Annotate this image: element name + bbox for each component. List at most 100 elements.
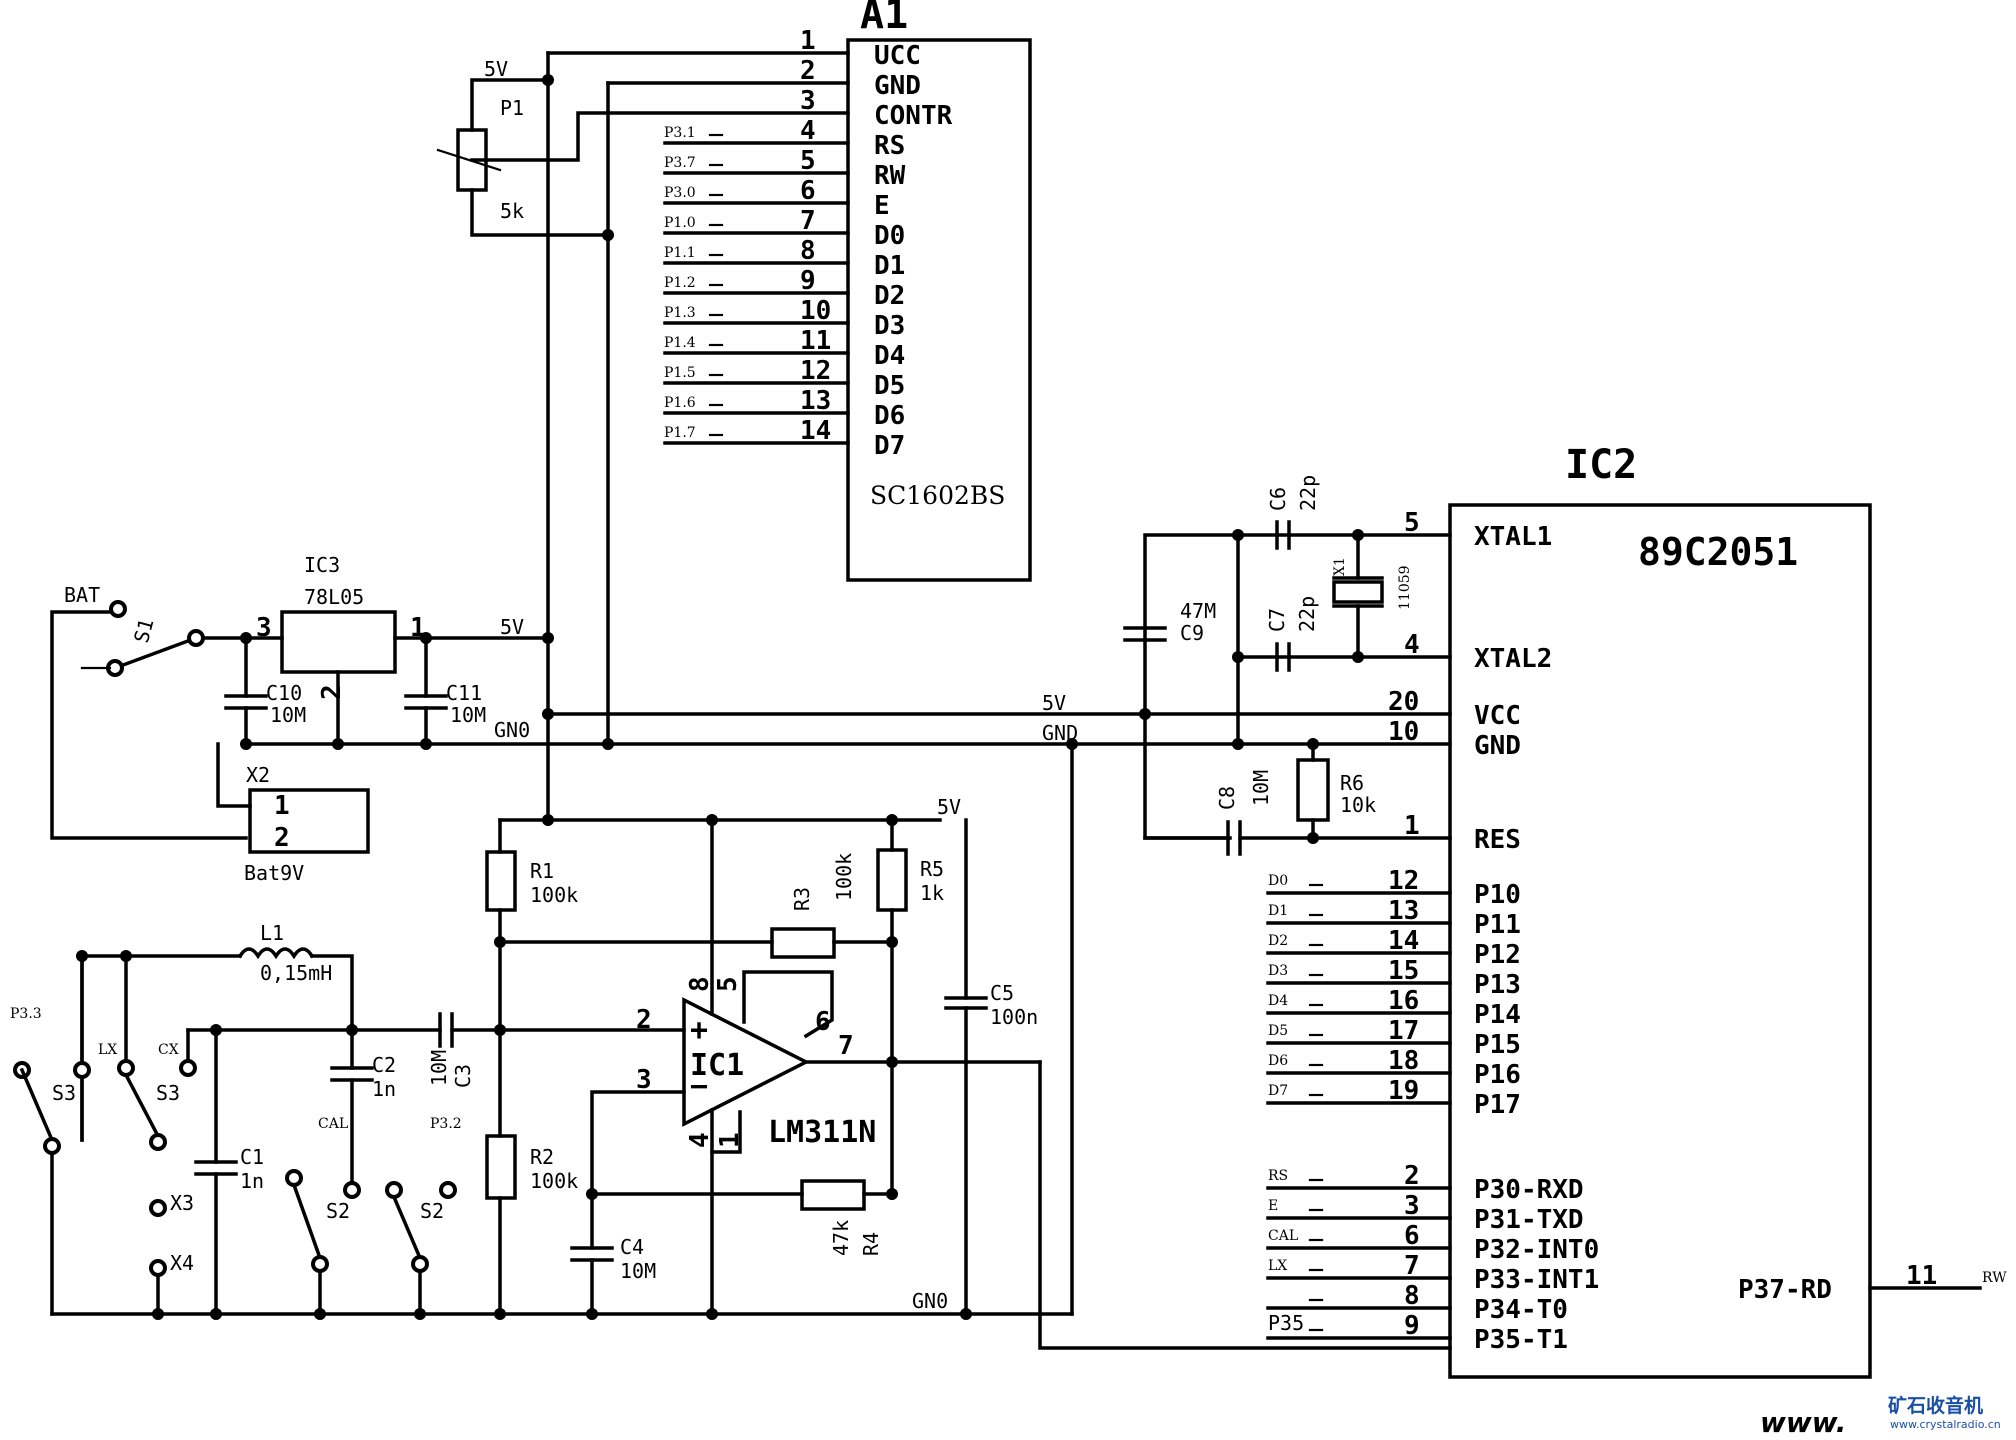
ic2-pin-number: 14 — [1388, 926, 1419, 956]
comparator-stage: 5V R1 100k R2 100k R3 100k R5 1k C5 100n — [50, 742, 1452, 1350]
a1-pin-name: D0 — [874, 221, 905, 251]
ic2-part: 89C2051 — [1638, 530, 1798, 574]
r5-val: 1k — [920, 881, 944, 905]
a1-net-label: P1.7 — [664, 425, 696, 441]
a1-net-label: P3.7 — [664, 155, 696, 171]
ic2-pin-number: 3 — [1404, 1191, 1420, 1221]
junction-dot — [420, 632, 432, 644]
ic2-pin-name: P15 — [1474, 1030, 1521, 1060]
lcd-module-a1: A1 SC1602BS — [846, 0, 1032, 582]
r1-val: 100k — [530, 883, 578, 907]
c1-val: 1n — [240, 1169, 264, 1193]
junction-dot — [886, 1188, 898, 1200]
a1-pin-name: RW — [874, 161, 906, 191]
c11-val: 10M — [450, 703, 486, 727]
net-5v-comp: 5V — [937, 795, 961, 819]
ic2-pin-name: P13 — [1474, 970, 1521, 1000]
ic2-pin-name: P31-TXD — [1474, 1205, 1584, 1235]
c5-val: 100n — [990, 1005, 1038, 1029]
ic3-ref: IC3 — [304, 553, 340, 577]
ic1-pin-plus: 2 — [636, 1005, 652, 1035]
net-5v-mcu: 5V — [1042, 691, 1066, 715]
ic2-pin-name: P10 — [1474, 880, 1521, 910]
a1-net-label: P1.3 — [664, 305, 696, 321]
c2-val: 1n — [372, 1077, 396, 1101]
watermark-brand: 矿石收音机 — [1888, 1394, 1983, 1417]
ic2-net-label: D5 — [1268, 1023, 1288, 1039]
ic2-pin-number: 5 — [1404, 508, 1420, 538]
ic3-pin-gnd: 2 — [317, 684, 347, 700]
power-supply: BAT S1 IC3 78L05 3 1 2 C10 10M C11 10M 5… — [50, 553, 530, 885]
junction-dot — [120, 950, 132, 962]
ic2-body — [1448, 503, 1872, 1379]
ic1-pin-v: 8 — [685, 976, 715, 992]
ic2-pin-name: P11 — [1474, 910, 1521, 940]
ic2-net-label: RS — [1268, 1168, 1288, 1184]
a1-pin-name: D7 — [874, 431, 905, 461]
junction-dot — [210, 1024, 222, 1036]
ic2-pin-number: 11 — [1906, 1261, 1937, 1291]
a1-pin-name: RS — [874, 131, 905, 161]
r6-val: 10k — [1340, 793, 1376, 817]
a1-pin-number: 6 — [800, 176, 816, 206]
x2-pin1: 1 — [274, 791, 290, 821]
junction-dot — [414, 1308, 426, 1320]
ic2-net-label: D2 — [1268, 933, 1288, 949]
ic1-pin-bal: 5 — [713, 976, 743, 992]
a1-pin-name: D5 — [874, 371, 905, 401]
a1-pin-name: D1 — [874, 251, 905, 281]
x1-val: 11059 — [1397, 565, 1413, 610]
ic2-pin-number: 17 — [1388, 1016, 1419, 1046]
junction-dot — [1352, 529, 1364, 541]
ic2-pin-name: RES — [1474, 825, 1521, 855]
a1-pin-name: D6 — [874, 401, 905, 431]
s2a-label: S2 — [326, 1199, 350, 1223]
junction-dot — [346, 1024, 358, 1036]
a1-net-label: P1.4 — [664, 335, 696, 351]
ic1-part: LM311N — [768, 1115, 876, 1150]
r3-ref: R3 — [790, 887, 814, 911]
c11-ref: C11 — [446, 681, 482, 705]
x2-val: Bat9V — [244, 861, 304, 885]
junction-dot — [76, 950, 88, 962]
lx-label: LX — [98, 1042, 117, 1058]
a1-net-label: P1.1 — [664, 245, 696, 261]
a1-pin-number: 2 — [800, 56, 816, 86]
ic3-part: 78L05 — [304, 585, 364, 609]
junction-dots — [76, 74, 1364, 1320]
mcu-support: C6 22p C7 22p X1 11059 47M C9 C8 10M R6 — [1042, 475, 1452, 856]
junction-dot — [1232, 529, 1244, 541]
a1-pin-name: D3 — [874, 311, 905, 341]
svg-text:−: − — [690, 1069, 708, 1104]
l1-val: 0,15mH — [260, 961, 332, 985]
junction-dot — [494, 1024, 506, 1036]
ic2-pin-number: 13 — [1388, 896, 1419, 926]
c5-ref: C5 — [990, 981, 1014, 1005]
net-gnd-reg: GN0 — [494, 718, 530, 742]
junction-dot — [542, 708, 554, 720]
ic2-pin-name: P30-RXD — [1474, 1175, 1584, 1205]
bat-label: BAT — [64, 583, 100, 607]
x4-label: X4 — [170, 1251, 194, 1275]
r2-ref: R2 — [530, 1145, 554, 1169]
watermark: www. 矿石收音机 www.crystalradio.cn — [1760, 1394, 2001, 1439]
x3-label: X3 — [170, 1191, 194, 1215]
a1-body — [846, 38, 1032, 582]
junction-dot — [1232, 651, 1244, 663]
junction-dot — [1232, 738, 1244, 750]
ic2-pin-number: 19 — [1388, 1076, 1419, 1106]
junction-dot — [602, 738, 614, 750]
a1-pin-number: 7 — [800, 206, 816, 236]
a1-net-label: P3.1 — [664, 125, 696, 141]
junction-dot — [886, 1056, 898, 1068]
x2-pin2: 2 — [274, 823, 290, 853]
a1-net-label: P1.5 — [664, 365, 696, 381]
junction-dot — [314, 1308, 326, 1320]
ic2-pin-name: P32-INT0 — [1474, 1235, 1599, 1265]
ic1-pin-out: 7 — [838, 1031, 854, 1061]
c10-ref: C10 — [266, 681, 302, 705]
junction-dot — [494, 1308, 506, 1320]
ic2-net-label: D6 — [1268, 1053, 1288, 1069]
junction-dot — [494, 936, 506, 948]
